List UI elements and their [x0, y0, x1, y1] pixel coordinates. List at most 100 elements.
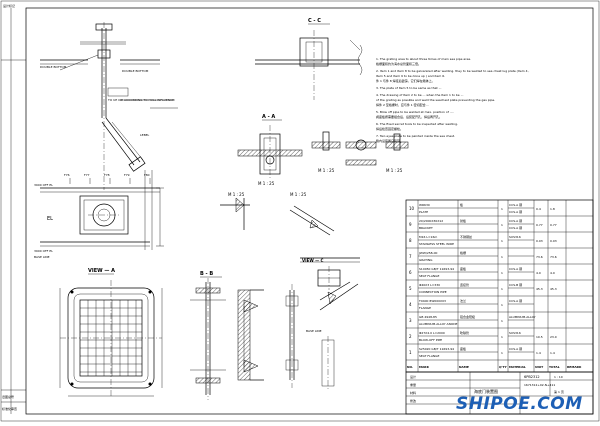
bom-row-total: 23.0 — [550, 335, 557, 339]
bom-row-mark: WR630 — [419, 203, 430, 207]
bom-row-material: CCS-A 钢 — [509, 346, 522, 351]
section-c-c: C - C — [255, 18, 363, 100]
note-line-3: 2. Item 1 and Item 8 to be galvanized af… — [376, 69, 529, 73]
callout-lebel: LEBEL — [140, 133, 150, 137]
top-left-label: 设计标记 — [3, 3, 15, 8]
bom-row-material: SUS316 — [509, 331, 521, 335]
bom-row-unit: 0.03 — [536, 239, 543, 243]
elevation-view: DOUBLE BOTTOM DOUBLE BOTTOM TO UE ICE AC… — [34, 22, 178, 259]
bom-row-name-cn: 法兰 — [460, 298, 466, 303]
scale-label-3: M 1 : 25 — [386, 168, 403, 173]
bom-row-material: CCS-B 钢 — [509, 282, 522, 287]
bom-row-qty: 1 — [501, 287, 503, 291]
bom-row-material: ALUMINUM-ALLOY — [509, 315, 536, 319]
bom-row-total: 1.4 — [550, 351, 555, 355]
bom-row-no: 4 — [409, 302, 412, 307]
frame-number-5: F80 — [144, 173, 150, 177]
bom-row-mark: T0400 8W000X03 — [418, 299, 446, 303]
bom-row-name-cn: 板 — [460, 202, 463, 207]
callout-double-bottom-right: DOUBLE BOTTOM — [122, 69, 149, 73]
bom-row-name-en: FLANGE — [419, 306, 431, 310]
view-c: VIEW — C — [302, 258, 341, 290]
bom-row-name-cn: 连接管 — [460, 282, 469, 287]
frame-number-2: F77 — [84, 173, 90, 177]
bom-row-qty: 1 — [501, 303, 503, 307]
bom-row-mark: GB 4948-85 — [419, 315, 437, 319]
detail-sections-top: M 1 : 25 M 1 : 25 — [311, 131, 409, 173]
bom-row-total: 45.3 — [550, 287, 557, 291]
bom-row-mark: 20/2000X30X12 — [419, 219, 443, 223]
bom-row-mark: Φ27X4.0 L=2000 — [419, 331, 445, 335]
bom-row-unit: 0.4 — [536, 207, 541, 211]
bom-row-no: 3 — [409, 318, 412, 323]
bom-row-unit: 1.4 — [536, 351, 541, 355]
bom-row-total: 0.03 — [550, 239, 557, 243]
bom-row-mark: JWW/258-00 — [418, 251, 438, 255]
callout-double-bottom-left: DOUBLE BOTTOM — [40, 65, 67, 69]
bom-row-total: 0.77 — [550, 223, 557, 227]
bom-row-total: 1.8 — [550, 207, 555, 211]
title-block: 海底门装置图 设计 重量 材料 修改 6PB2312 1671312+02-N+… — [405, 371, 594, 415]
scale-value: 1 : 10 — [554, 375, 563, 379]
bom-row-qty: 1 — [501, 239, 503, 243]
sheet-number: 第 1 页 — [554, 389, 564, 394]
margin-label-old-number: 旧图总号 — [2, 394, 14, 399]
frame-number-3: F78 — [104, 173, 110, 177]
bom-row-no: 8 — [409, 238, 412, 243]
bom-row-mark: M16 L=16m — [419, 235, 437, 239]
base-line-label-2: BASE LINE — [306, 329, 322, 333]
material-label: 材料 — [410, 390, 416, 395]
bom-row-unit: 45.3 — [536, 287, 543, 291]
elevation-label-1: 3900 OFF EL — [34, 183, 53, 187]
bom-row-name-en: CONNECTION PIPE — [419, 290, 447, 294]
view-a-grating: VIEW — A — [59, 268, 163, 397]
bom-row-mark: Φ40X3 L=330 — [419, 283, 440, 287]
note-line-9: 焊件 2 至格栅时，应与件 1 密切配合… — [376, 102, 429, 107]
bom-header-cell: Q'TY — [499, 365, 508, 369]
frame-number-4: F79 — [124, 173, 130, 177]
bom-row-name-en: BRACKET — [419, 226, 433, 230]
bom-row-name-en: SEAT FLANGE — [419, 354, 439, 358]
label-b-b: B - B — [200, 271, 213, 277]
label-c-c: C - C — [308, 18, 321, 24]
bom-row-qty: 1 — [501, 351, 503, 355]
bom-row-name-cn: 肘板 — [460, 218, 466, 223]
bom-row-name-cn: 座板 — [460, 266, 466, 271]
note-line-14: 7. Two eyes plate to be painted inside t… — [376, 134, 455, 138]
weld-details: M 1 : 25 M 1 : 25 — [220, 192, 360, 311]
bom-row-name-en: ALUMINUM-ALLOY ANODE — [419, 322, 458, 326]
side-detail: BASE LINE — [285, 284, 335, 390]
bom-row-name-en: STAINLESS STEEL WIRE — [419, 242, 454, 246]
frame-number-1: F76 — [64, 173, 70, 177]
weight-label: 重量 — [410, 382, 416, 387]
base-line-label-1: BASE LINE — [34, 255, 50, 259]
bom-row-unit: 73.6 — [536, 255, 543, 259]
section-a-a: A - A M 1 : 25 — [237, 114, 303, 186]
label-view-a: VIEW — A — [88, 268, 115, 274]
notes-block: 1. The grating area to about three times… — [376, 57, 529, 143]
bom-header-cell: NO. — [407, 365, 413, 369]
el-mark: EL — [47, 216, 53, 222]
note-line-15: 箱内设有两只吊耳。 — [376, 138, 403, 143]
bom-row-mark: S25020 GB/T 11693-94 — [419, 347, 454, 351]
note-line-6: 3. The plate of Item 5 to be same as tha… — [376, 86, 441, 90]
bom-row-unit: 4.0 — [536, 271, 541, 275]
note-line-2: 格栅面积约为海水总管面积三倍。 — [376, 61, 421, 66]
bom-row-mark: S10050 GB/T 11693-94 — [419, 267, 454, 271]
bom-row-material: CCS-A 钢 — [509, 298, 522, 303]
note-line-7: 4. The drawing of Item 2 to be ... when … — [376, 93, 463, 97]
bom-row-name-cn: 铝合金阳极 — [460, 314, 475, 319]
bom-row-name-en: BLOW-OFF PIPE — [419, 338, 442, 342]
scale-label-1: M 1 : 25 — [258, 181, 275, 186]
note-line-13: 焊后检查固定螺栓。 — [376, 126, 403, 131]
bom-row-unit: 0.77 — [536, 223, 543, 227]
bom-row-material: CCS-A 钢 — [509, 202, 522, 207]
bom-row-material2: CCS-A 钢 — [509, 209, 522, 214]
note-line-8: of the grating as possible and weld the … — [376, 98, 495, 102]
bom-row-no: 7 — [409, 254, 412, 259]
revision-label: 修改 — [410, 398, 416, 403]
bom-header-cell: NAME — [459, 365, 469, 369]
bom-row-no: 2 — [409, 334, 412, 339]
bom-row-total: 4.0 — [550, 271, 555, 275]
